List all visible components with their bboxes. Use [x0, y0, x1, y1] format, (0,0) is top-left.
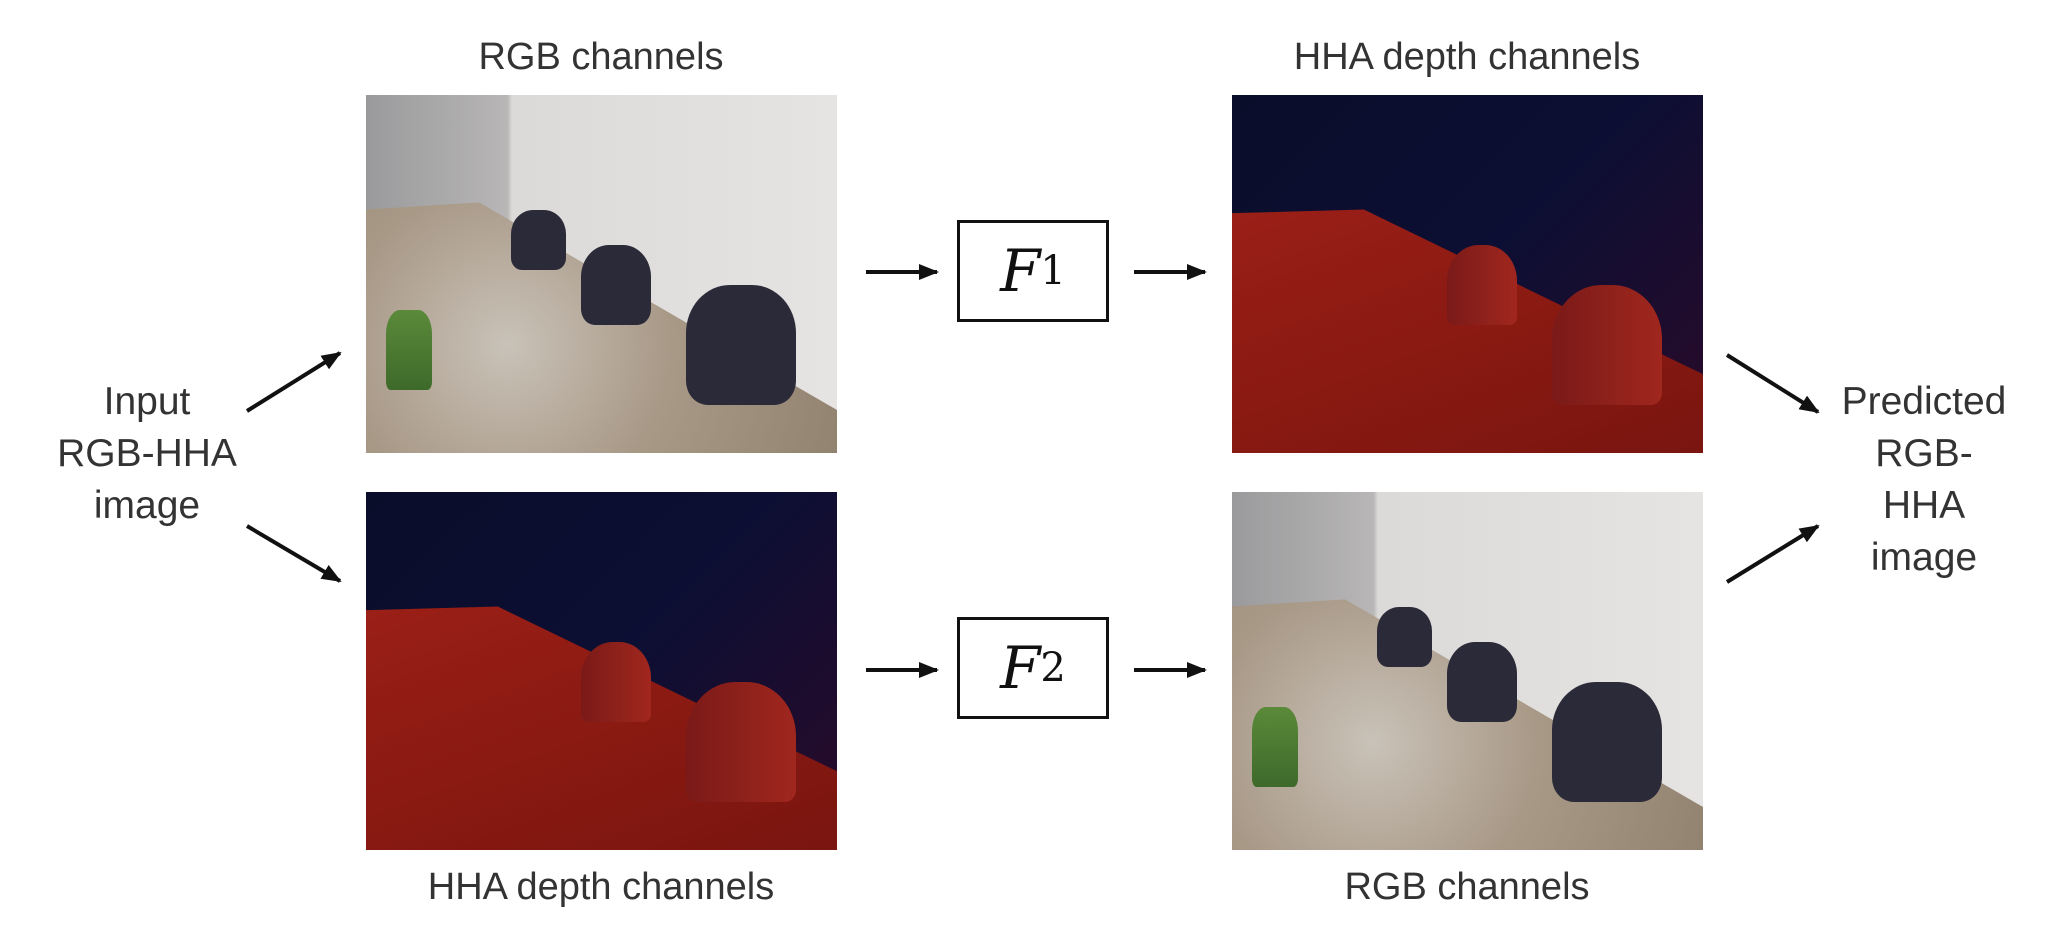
output-label-line: RGB-HHA: [1875, 432, 1973, 527]
function-symbol: F: [1000, 634, 1041, 702]
arrow-icon: [245, 524, 342, 583]
arrow-icon: [1725, 524, 1820, 584]
arrow-icon: [1725, 353, 1820, 414]
rgb-image-input: [366, 95, 837, 453]
hha-image-input: [366, 492, 837, 850]
input-label: Input RGB-HHA image: [57, 376, 237, 532]
arrow-icon: [245, 351, 342, 413]
function-subscript: 2: [1040, 645, 1066, 691]
bottom-right-caption: RGB channels: [1344, 866, 1590, 908]
hha-image-predicted: [1232, 95, 1703, 453]
top-left-caption: RGB channels: [478, 36, 724, 78]
input-label-line: image: [93, 484, 201, 527]
rgb-image-predicted: [1232, 492, 1703, 850]
output-label-line: Predicted: [1841, 380, 2007, 423]
input-label-line: Input: [103, 380, 191, 423]
top-right-caption: HHA depth channels: [1293, 36, 1641, 78]
bottom-left-caption: HHA depth channels: [427, 866, 775, 908]
output-label-line: image: [1870, 536, 1978, 579]
function-symbol: F: [1000, 237, 1041, 305]
function-subscript: 1: [1040, 248, 1066, 294]
input-label-line: RGB-HHA: [57, 432, 237, 475]
output-label: Predicted RGB-HHA image: [1842, 376, 2007, 584]
